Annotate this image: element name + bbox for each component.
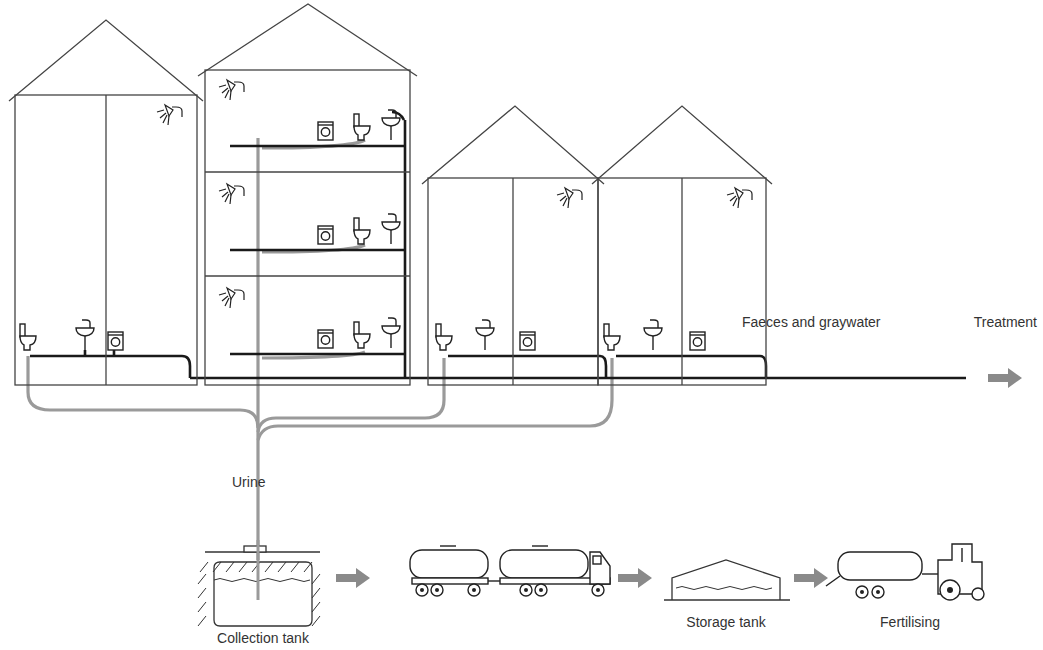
ground-hatch <box>312 588 320 598</box>
flow-label: Urine <box>232 474 265 490</box>
flow-label: Faeces and graywater <box>742 314 881 330</box>
ground-hatch <box>312 574 320 584</box>
ground-hatch <box>304 562 312 572</box>
ground-hatch <box>198 602 206 612</box>
ground-hatch <box>226 562 234 572</box>
destination-label: Treatment <box>974 314 1037 330</box>
ground-hatch <box>198 574 206 584</box>
step-label: Fertilising <box>880 614 940 630</box>
ground-hatch <box>312 616 320 626</box>
tank-label: Storage tank <box>686 614 765 630</box>
ground-hatch <box>239 562 247 572</box>
ground-hatch <box>200 562 208 572</box>
tank-label: Collection tank <box>217 630 309 646</box>
ground-hatch <box>291 562 299 572</box>
ground-hatch <box>265 562 273 572</box>
ground-hatch <box>278 562 286 572</box>
ground-hatch <box>198 588 206 598</box>
ground-hatch <box>213 562 221 572</box>
ground-hatch <box>198 616 206 626</box>
ground-hatch <box>312 602 320 612</box>
